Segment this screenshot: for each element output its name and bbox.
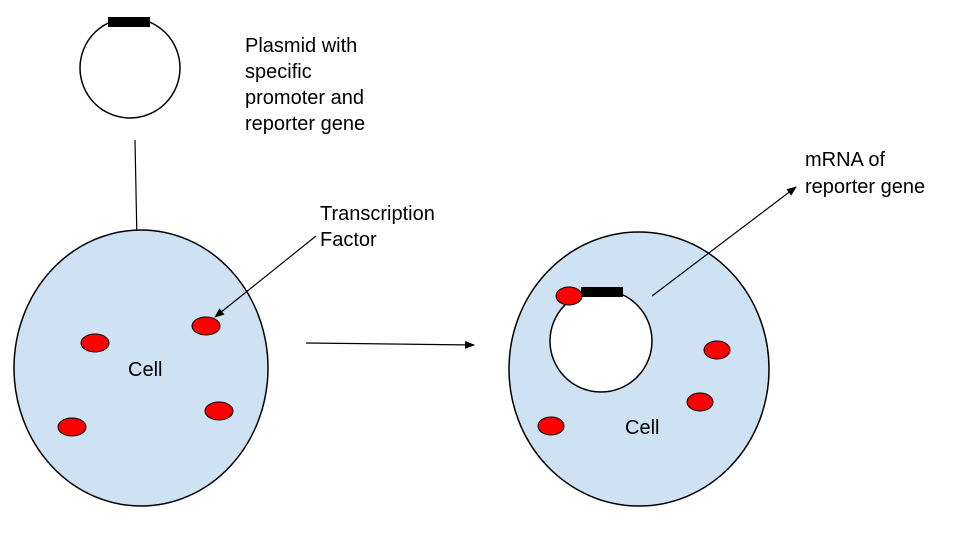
cell-right (508, 231, 770, 507)
plasmid-label: Plasmid with specific promoter and repor… (245, 35, 370, 135)
transcription-factor-pointer (214, 235, 317, 318)
transcription-factor (686, 392, 714, 412)
transcription-factor (80, 333, 110, 353)
plasmid-label-line-1: Plasmid with (245, 35, 357, 57)
plasmid-label-line-3: promoter and (245, 87, 364, 109)
process-arrow (305, 340, 475, 349)
transcription-factor-label: Transcription Factor (320, 203, 440, 251)
cell-right-label: Cell (625, 417, 659, 439)
mrna-label: mRNA of reporter gene (805, 149, 925, 198)
transcription-factor (555, 286, 583, 306)
cell-left-body (13, 229, 269, 507)
tf-label-line-1: Transcription (320, 203, 435, 225)
mrna-label-line-2: reporter gene (805, 176, 925, 198)
plasmid-ring (79, 17, 181, 119)
cell-left (13, 229, 269, 507)
transcription-factor (191, 316, 221, 336)
transcription-factor (537, 416, 565, 436)
plasmid-in-cell (549, 289, 653, 393)
mrna-pointer (651, 186, 797, 297)
mrna-label-line-1: mRNA of (805, 149, 885, 171)
transcription-factor (703, 340, 731, 360)
tf-label-line-2: Factor (320, 229, 377, 251)
reporter-gene-bar (108, 17, 150, 27)
cell-left-label: Cell (128, 359, 162, 381)
transcription-factor (57, 417, 87, 437)
transcription-factor (204, 401, 234, 421)
plasmid-label-line-4: reporter gene (245, 113, 365, 135)
plasmid-label-line-2: specific (245, 61, 312, 83)
reporter-gene-bar (581, 287, 623, 297)
plasmid (79, 17, 181, 119)
